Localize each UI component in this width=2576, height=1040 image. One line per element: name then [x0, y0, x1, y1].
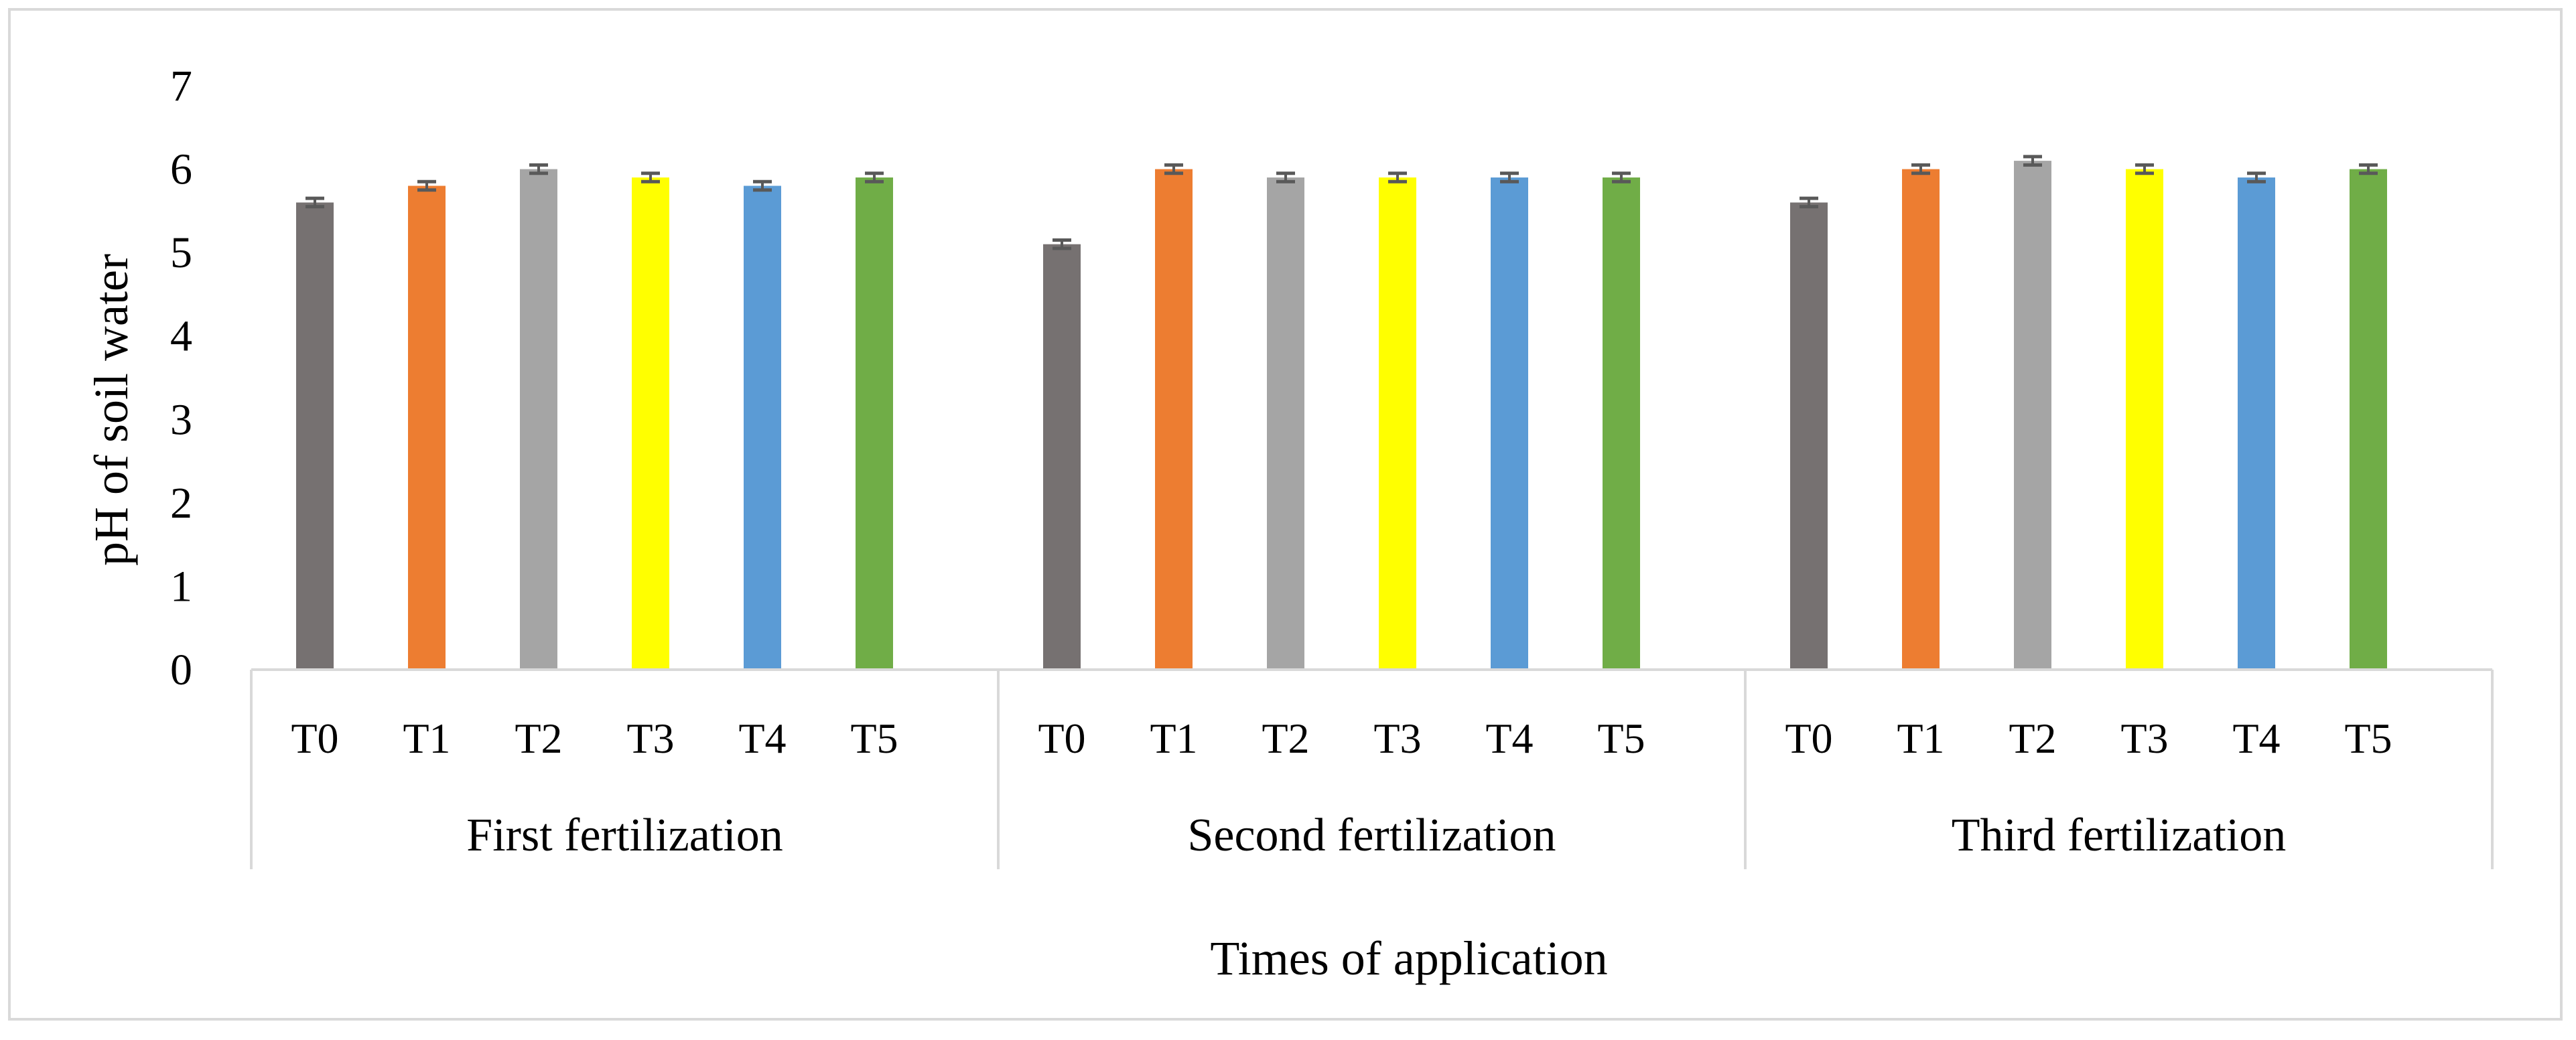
- error-bar: [1911, 163, 1930, 175]
- bar: [856, 177, 893, 670]
- error-bar: [2359, 163, 2378, 175]
- error-bar: [753, 179, 772, 192]
- x-tick-label: T2: [2009, 715, 2056, 762]
- error-bar: [306, 196, 324, 209]
- category-labels: T0 T1 T2 T3 T4 T5 T0 T1 T2 T3 T4 T5 T0 T1 T2 T3 T4 T5: [291, 715, 2392, 762]
- x-axis-title: Times of application: [1210, 932, 1607, 985]
- y-tick-label: 5: [170, 228, 192, 277]
- error-bar: [1800, 196, 1818, 209]
- x-tick-label: T4: [2232, 715, 2280, 762]
- x-tick-label: T4: [1485, 715, 1533, 762]
- y-tick-label: 6: [170, 145, 192, 194]
- y-tick-label: 1: [170, 562, 192, 611]
- bar: [1379, 177, 1416, 670]
- x-tick-label: T1: [403, 715, 450, 762]
- error-bar: [1388, 171, 1407, 183]
- x-tick-label: T5: [850, 715, 898, 762]
- x-tick-label: T3: [626, 715, 674, 762]
- error-bar: [2135, 163, 2154, 175]
- y-tick-label: 7: [170, 62, 192, 110]
- bar: [1155, 169, 1193, 670]
- bar: [2238, 177, 2275, 670]
- x-tick-label: T1: [1897, 715, 1944, 762]
- x-tick-label: T0: [1785, 715, 1832, 762]
- error-bar: [1053, 238, 1071, 250]
- y-axis-ticks: 0 1 2 3 4 5 6 7: [170, 62, 192, 694]
- bar: [408, 185, 446, 670]
- y-tick-label: 3: [170, 395, 192, 444]
- group-label: First fertilization: [466, 810, 783, 861]
- error-bar: [1612, 171, 1631, 183]
- error-bar: [2247, 171, 2266, 183]
- error-bar: [529, 163, 548, 175]
- x-tick-label: T2: [515, 715, 562, 762]
- bar: [1491, 177, 1528, 670]
- y-axis-title: pH of soil water: [84, 254, 138, 566]
- x-tick-label: T2: [1262, 715, 1309, 762]
- error-bar: [1500, 171, 1519, 183]
- bar: [520, 169, 557, 670]
- error-bar: [417, 179, 436, 192]
- group-label: Second fertilization: [1187, 810, 1556, 861]
- bar: [296, 202, 334, 670]
- bar: [2126, 169, 2163, 670]
- y-tick-label: 4: [170, 312, 192, 361]
- y-tick-label: 0: [170, 646, 192, 694]
- bar: [1603, 177, 1640, 670]
- bars: [296, 161, 2387, 670]
- bar: [2350, 169, 2387, 670]
- group-label: Third fertilization: [1952, 810, 2287, 861]
- bar: [744, 185, 781, 670]
- error-bar: [865, 171, 884, 183]
- x-tick-label: T3: [2120, 715, 2168, 762]
- error-bar: [2023, 155, 2042, 167]
- y-tick-label: 2: [170, 479, 192, 528]
- x-axis: [250, 668, 2494, 869]
- x-tick-label: T5: [2344, 715, 2392, 762]
- error-bar: [1276, 171, 1295, 183]
- bar: [1790, 202, 1828, 670]
- x-tick-label: T5: [1597, 715, 1645, 762]
- bar: [1902, 169, 1940, 670]
- error-bars: [306, 155, 2378, 250]
- bar: [2014, 161, 2051, 670]
- error-bar: [641, 171, 660, 183]
- x-tick-label: T4: [738, 715, 786, 762]
- bar: [1267, 177, 1304, 670]
- group-labels: First fertilization Second fertilization T…: [466, 810, 2286, 861]
- x-tick-label: T3: [1373, 715, 1421, 762]
- x-tick-label: T0: [291, 715, 338, 762]
- error-bar: [1164, 163, 1183, 175]
- bar: [632, 177, 669, 670]
- x-tick-label: T1: [1150, 715, 1197, 762]
- bar: [1043, 244, 1081, 670]
- x-tick-label: T0: [1038, 715, 1085, 762]
